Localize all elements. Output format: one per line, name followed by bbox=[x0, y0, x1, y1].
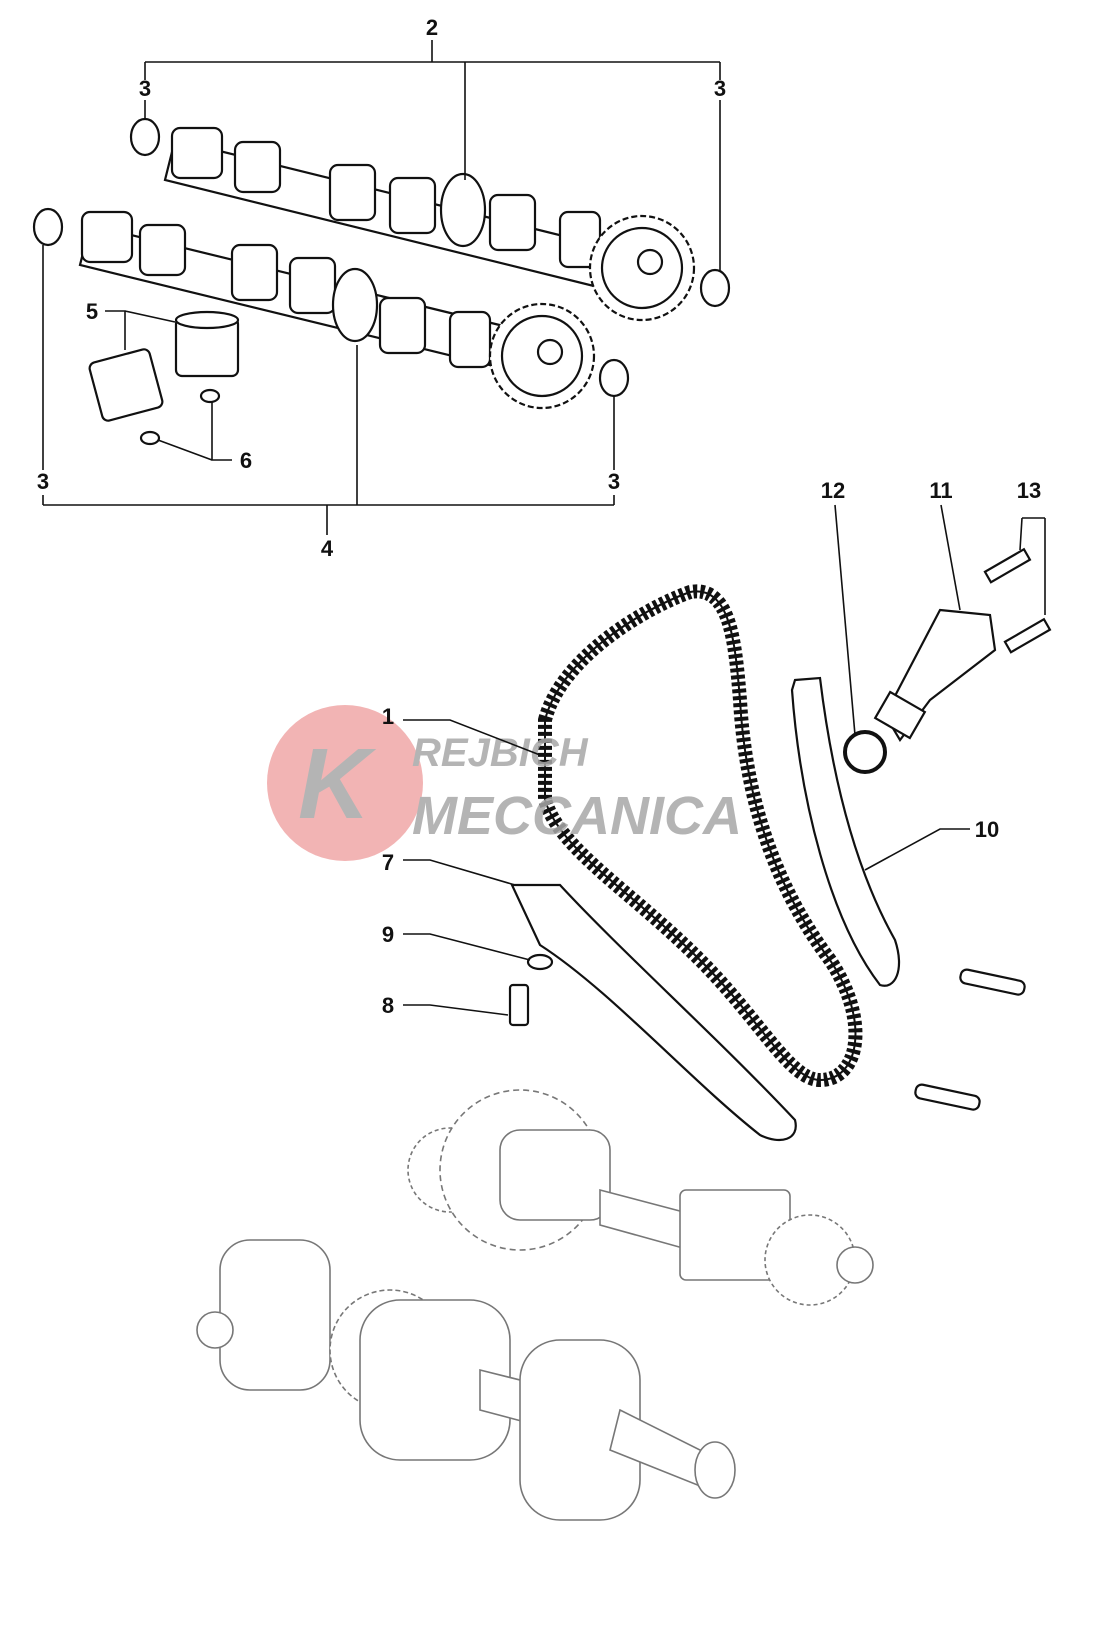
watermark-line2: MECCANICA bbox=[412, 786, 742, 846]
callout-13: 13 bbox=[1017, 478, 1041, 503]
callout-3: 3 bbox=[37, 469, 49, 494]
callout-10: 10 bbox=[975, 817, 999, 842]
tappets bbox=[88, 310, 240, 446]
dowel-pin bbox=[914, 1083, 981, 1111]
chain-tensioner bbox=[873, 608, 997, 742]
camshaft-intake bbox=[78, 210, 596, 410]
washer bbox=[526, 953, 554, 971]
watermark-line1: REJBICH bbox=[412, 731, 589, 775]
callout-5: 5 bbox=[86, 299, 98, 324]
callout-6: 6 bbox=[240, 448, 252, 473]
seal-ring bbox=[699, 268, 731, 308]
callout-7: 7 bbox=[382, 850, 394, 875]
callout-3: 3 bbox=[139, 76, 151, 101]
balance-shaft bbox=[407, 1089, 874, 1306]
callout-3: 3 bbox=[608, 469, 620, 494]
seal-ring bbox=[598, 358, 630, 398]
callout-3: 3 bbox=[714, 76, 726, 101]
dowel-pin bbox=[959, 968, 1026, 996]
camshaft-exhaust bbox=[163, 126, 696, 322]
watermark-mark: K bbox=[298, 728, 377, 840]
seal-ring bbox=[32, 207, 64, 247]
seal-ring bbox=[129, 117, 161, 157]
tensioner-slider bbox=[790, 676, 900, 987]
callout-8: 8 bbox=[382, 993, 394, 1018]
leader-lines bbox=[42, 40, 1046, 1016]
crankshaft bbox=[196, 1239, 736, 1521]
callout-11: 11 bbox=[929, 478, 952, 503]
callout-1: 1 bbox=[382, 704, 394, 729]
screw bbox=[983, 547, 1032, 584]
watermark-logo: K REJBICH MECCANICA bbox=[267, 705, 742, 861]
bolt bbox=[508, 983, 530, 1027]
callout-12: 12 bbox=[821, 478, 845, 503]
callout-2: 2 bbox=[426, 15, 438, 40]
chain-guide bbox=[510, 883, 797, 1142]
callout-9: 9 bbox=[382, 922, 394, 947]
o-ring bbox=[843, 730, 887, 774]
callout-4: 4 bbox=[321, 536, 334, 561]
screw bbox=[1003, 617, 1052, 654]
